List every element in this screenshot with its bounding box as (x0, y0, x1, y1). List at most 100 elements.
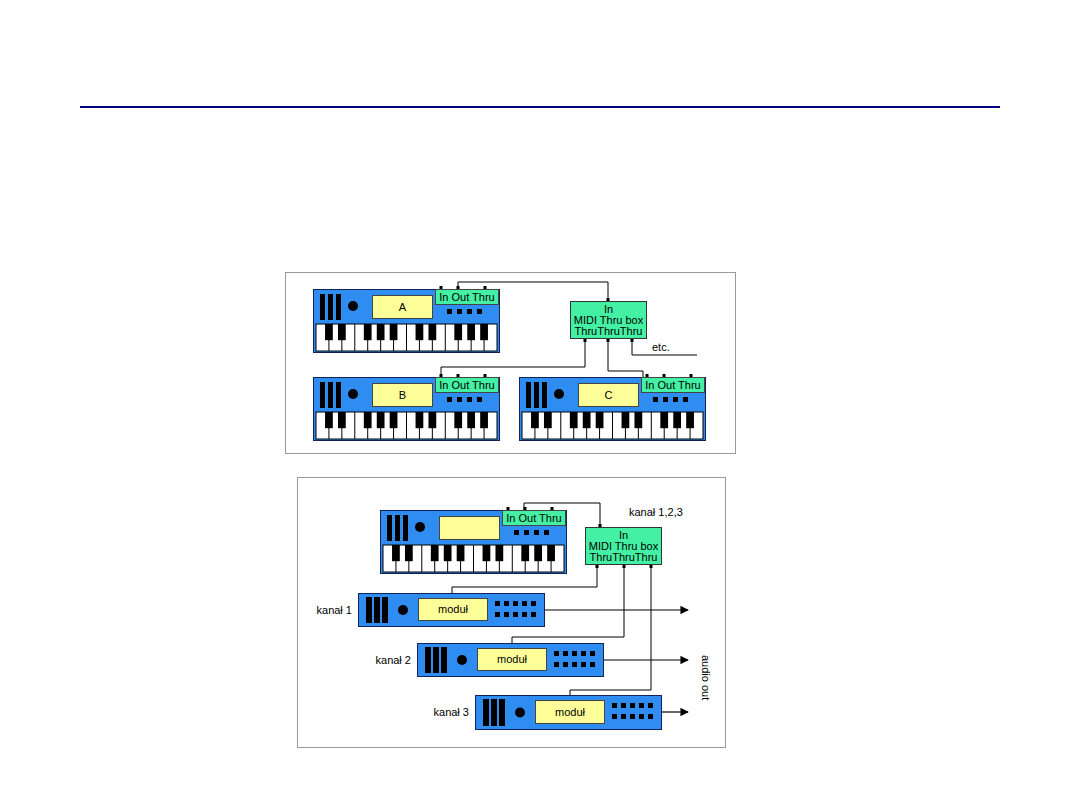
midi-thru-box: InMIDI Thru boxThruThruThru (570, 301, 647, 339)
slider-bar (403, 515, 408, 541)
black-key (483, 545, 491, 561)
button (477, 309, 482, 314)
black-key (338, 324, 346, 340)
knob (415, 522, 425, 532)
panel-frame (286, 273, 736, 454)
port-pin (607, 339, 610, 342)
knob (554, 389, 564, 399)
button (683, 397, 688, 402)
black-key (467, 324, 475, 340)
thru-box-text: In (571, 303, 646, 315)
display-text: moduł (536, 701, 604, 723)
black-key (570, 412, 578, 428)
black-key (534, 545, 542, 561)
slider-bar (534, 382, 539, 408)
continuation-note: etc. (652, 341, 670, 354)
button (513, 601, 518, 606)
etc-wire (632, 339, 697, 355)
display-panel (373, 384, 433, 407)
button (457, 397, 462, 402)
slider-bar (441, 647, 447, 673)
channel-note: kanał 1,2,3 (628, 506, 684, 519)
title-rule (80, 106, 1000, 108)
sound-module: kanał 1moduł (358, 593, 545, 627)
output-label: audio out (699, 655, 712, 700)
black-key (583, 412, 591, 428)
black-key (673, 412, 681, 428)
key-edge (406, 412, 407, 439)
button (447, 309, 452, 314)
knob (515, 708, 525, 718)
port-panel (436, 378, 499, 393)
button (673, 397, 678, 402)
slider-bar (328, 294, 333, 320)
key-edge (354, 412, 355, 439)
button (612, 714, 617, 719)
black-key (596, 412, 604, 428)
key-edge (651, 412, 652, 439)
button (590, 662, 595, 667)
key-edge (473, 545, 474, 572)
button (554, 651, 559, 656)
display-panel (478, 649, 547, 671)
port-pin (507, 507, 510, 510)
black-key (338, 412, 346, 428)
button (477, 397, 482, 402)
black-key (547, 545, 555, 561)
port-pin (584, 339, 587, 342)
knob (457, 655, 467, 665)
black-key (325, 412, 333, 428)
button (467, 309, 472, 314)
module-body (418, 644, 604, 677)
button (504, 601, 509, 606)
button (514, 530, 519, 535)
display-text: moduł (478, 649, 546, 670)
port-pin (596, 565, 599, 568)
port-pin (551, 507, 554, 510)
slider-bar (395, 515, 400, 541)
slider-bar (336, 382, 341, 408)
black-key (444, 545, 452, 561)
display-panel (440, 517, 500, 540)
display-panel (419, 599, 488, 621)
module-body (476, 696, 662, 730)
button (447, 397, 452, 402)
slider-bar (382, 597, 388, 623)
button (639, 714, 644, 719)
slider-bar (387, 515, 392, 541)
black-key (405, 545, 413, 561)
port-pin (650, 565, 653, 568)
panel-frame (298, 478, 726, 748)
port-pin (440, 286, 443, 289)
button (612, 703, 617, 708)
black-key (531, 412, 539, 428)
keybed (522, 412, 703, 439)
black-key (480, 324, 488, 340)
black-key (521, 545, 529, 561)
key-edge (560, 412, 561, 439)
black-key (454, 412, 462, 428)
button (513, 612, 518, 617)
audio-out-arrow (545, 609, 688, 610)
button (663, 397, 668, 402)
display-panel (579, 384, 639, 407)
black-key (622, 412, 630, 428)
slider-bar (374, 597, 380, 623)
black-key (416, 324, 424, 340)
thru-box-text: In (586, 529, 661, 541)
key-edge (512, 545, 513, 572)
display-panel (536, 701, 605, 724)
black-key (454, 324, 462, 340)
button (522, 601, 527, 606)
black-key (686, 412, 694, 428)
knob (398, 605, 408, 615)
black-key (467, 412, 475, 428)
keyboard-synth: CIn Out Thru (519, 377, 706, 441)
black-key (495, 545, 503, 561)
module-body (359, 594, 545, 627)
button (639, 703, 644, 708)
black-key (457, 545, 465, 561)
black-key (544, 412, 552, 428)
slider-bar (483, 699, 489, 726)
